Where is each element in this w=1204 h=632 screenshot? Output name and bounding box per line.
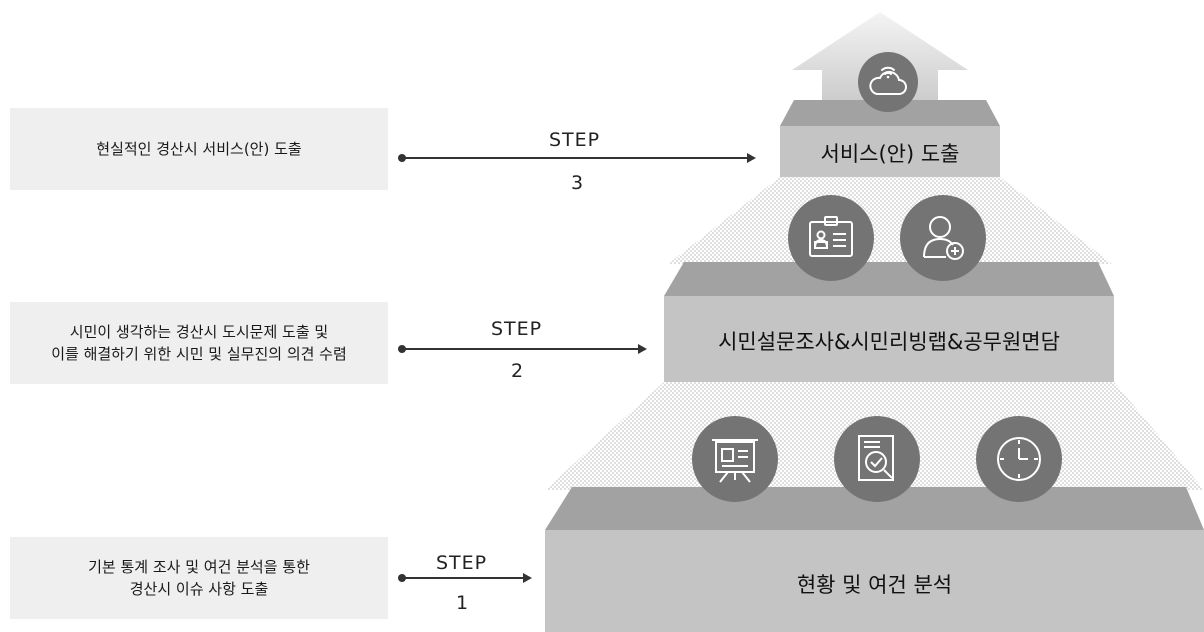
tier1-top [545, 487, 1204, 530]
step3-word: STEP [549, 129, 601, 151]
step3-number: 3 [571, 172, 584, 194]
tier1-front [545, 530, 1204, 632]
tier3-front [780, 126, 1000, 177]
step2-description-line-1: 시민이 생각하는 경산시 도시문제 도출 및 [69, 323, 329, 341]
tier3-label: 서비스(안) 도출 [820, 142, 960, 166]
arrow-head [747, 153, 756, 163]
step1-number: 1 [456, 592, 469, 614]
tier2-front [664, 296, 1114, 382]
connector-3-2 [668, 177, 1112, 264]
step3-description: 현실적인 경산시 서비스(안) 도출 [10, 108, 388, 190]
id-card-icon [788, 195, 874, 281]
arrow-start-dot [398, 154, 406, 162]
step3-arrow [398, 153, 756, 163]
clock-icon [976, 416, 1062, 502]
tier3-top [780, 100, 1000, 126]
step1-description: 기본 통계 조사 및 여건 분석을 통한 경산시 이슈 사항 도출 [10, 537, 388, 619]
presentation-board-icon [692, 416, 778, 502]
step3-description-line-1: 현실적인 경산시 서비스(안) 도출 [96, 140, 302, 158]
arrow-start-dot [398, 345, 406, 353]
step1-arrow [398, 573, 532, 583]
tier1-label: 현황 및 여건 분석 [796, 573, 953, 597]
arrow-head [523, 573, 532, 583]
cloud-wifi-icon [858, 52, 918, 112]
user-add-icon [900, 195, 986, 281]
step2-description: 시민이 생각하는 경산시 도시문제 도출 및 이를 해결하기 위한 시민 및 실… [10, 302, 388, 384]
step1-word: STEP [436, 552, 488, 574]
step1-description-line-2: 경산시 이슈 사항 도출 [129, 580, 269, 598]
arrow-head [638, 344, 647, 354]
tier2-label: 시민설문조사&시민리빙랩&공무원면담 [718, 330, 1060, 354]
step2-word: STEP [491, 318, 543, 340]
tier2-top [664, 262, 1114, 296]
document-check-icon [834, 416, 920, 502]
step1-description-line-1: 기본 통계 조사 및 여건 분석을 통한 [88, 558, 310, 576]
step2-arrow [398, 344, 647, 354]
step2-description-line-2: 이를 해결하기 위한 시민 및 실무진의 의견 수렴 [51, 345, 347, 363]
step2-number: 2 [511, 360, 524, 382]
arrow-start-dot [398, 574, 406, 582]
